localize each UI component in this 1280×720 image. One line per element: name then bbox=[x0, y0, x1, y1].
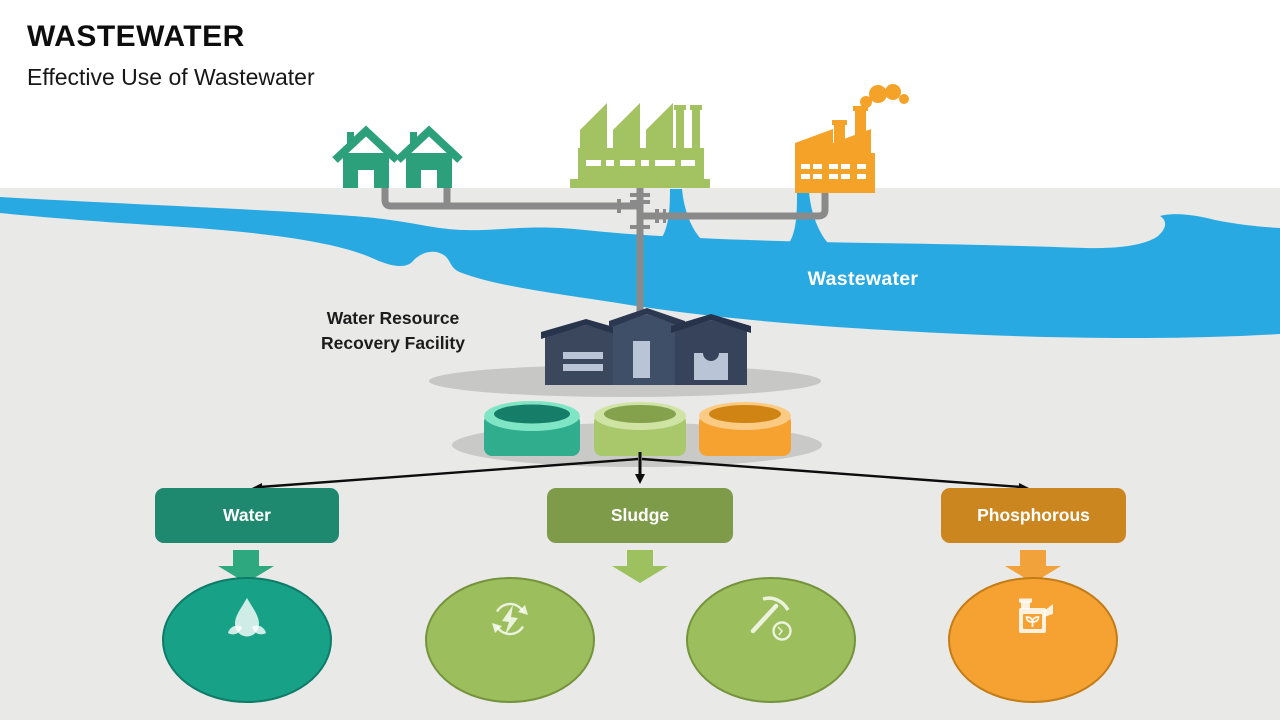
facility-label-line1: Water Resource bbox=[326, 308, 460, 328]
house-icon bbox=[332, 125, 400, 188]
water-box: Water bbox=[155, 488, 339, 543]
tank-green-icon bbox=[594, 402, 686, 456]
page-title: WASTEWATER bbox=[27, 20, 245, 53]
green-factory-icon bbox=[570, 103, 710, 188]
soil-resource-bubble bbox=[686, 577, 856, 703]
energy-bubble bbox=[425, 577, 595, 703]
water-box-label: Water bbox=[223, 505, 271, 525]
phosphorous-block-arrow bbox=[1005, 550, 1061, 583]
phosphorous-box-label: Phosphorous bbox=[977, 505, 1090, 525]
tank-orange-icon bbox=[699, 402, 791, 456]
river-label: Wastewater bbox=[807, 268, 919, 290]
pickaxe-rock-icon bbox=[750, 596, 792, 641]
pipe-flanges bbox=[617, 193, 666, 229]
facility-building-icon bbox=[541, 308, 751, 385]
phosphorous-box: Phosphorous bbox=[941, 488, 1126, 543]
sludge-block-arrow bbox=[612, 550, 668, 583]
facility-label-line2: Recovery Facility bbox=[321, 333, 465, 354]
house-icon bbox=[395, 125, 463, 188]
water-block-arrow bbox=[218, 550, 274, 583]
water-reuse-bubble bbox=[162, 577, 332, 703]
sludge-box-label: Sludge bbox=[610, 505, 670, 525]
tank-teal-icon bbox=[484, 401, 580, 456]
sludge-box: Sludge bbox=[547, 488, 733, 543]
water-droplet-icon bbox=[228, 598, 266, 637]
energy-recycle-icon bbox=[492, 602, 528, 636]
page-subtitle: Effective Use of Wastewater bbox=[27, 64, 315, 90]
sewer-pipes bbox=[381, 184, 829, 331]
fertilizer-jug-icon bbox=[1019, 598, 1053, 633]
block-arrows bbox=[218, 550, 1061, 583]
facility-label: Water Resource Recovery Facility bbox=[303, 306, 483, 357]
orange-factory-icon bbox=[795, 84, 909, 193]
fertilizer-bubble bbox=[948, 577, 1118, 703]
